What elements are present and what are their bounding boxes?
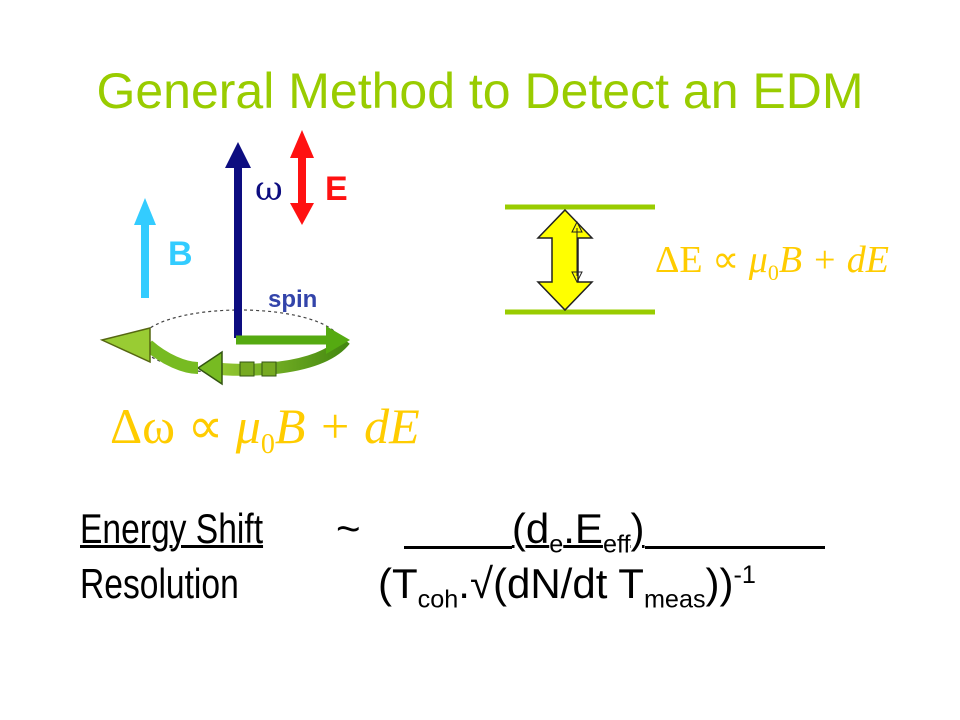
resolution-row: Resolution [80, 560, 278, 608]
energy-shift-expression: ~ (de.Eeff) [336, 505, 825, 559]
resolution-expression: (Tcoh.√(dN/dt Tmeas))-1 [378, 560, 756, 614]
b-label: B [168, 235, 193, 273]
omega-label: ω [255, 169, 283, 209]
rotation-arrow [99, 327, 350, 386]
tilde-symbol: ~ [336, 505, 361, 552]
underline-blank-left [403, 546, 512, 549]
frequency-shift-formula: Δω ∝ μ0B + dE [110, 398, 420, 460]
spin-arrow [236, 326, 350, 354]
energy-shift-label: Energy Shift [80, 505, 264, 552]
omega-arrow [225, 142, 251, 338]
splitting-arrow [536, 208, 594, 312]
energy-splitting-formula: ΔE ∝ μ0B + dE [655, 239, 889, 285]
e-label: E [325, 170, 348, 208]
e-field-arrow [290, 130, 314, 225]
spin-label: spin [268, 286, 317, 313]
small-splitting-arrow [571, 220, 583, 284]
underline-blank-right [644, 546, 825, 549]
b-field-arrow [134, 198, 156, 298]
slide-title: General Method to Detect an EDM [96, 63, 864, 119]
resolution-label: Resolution [80, 560, 239, 607]
energy-shift-value: (de.Eeff) [511, 505, 645, 559]
energy-shift-row: Energy Shift [80, 505, 309, 553]
